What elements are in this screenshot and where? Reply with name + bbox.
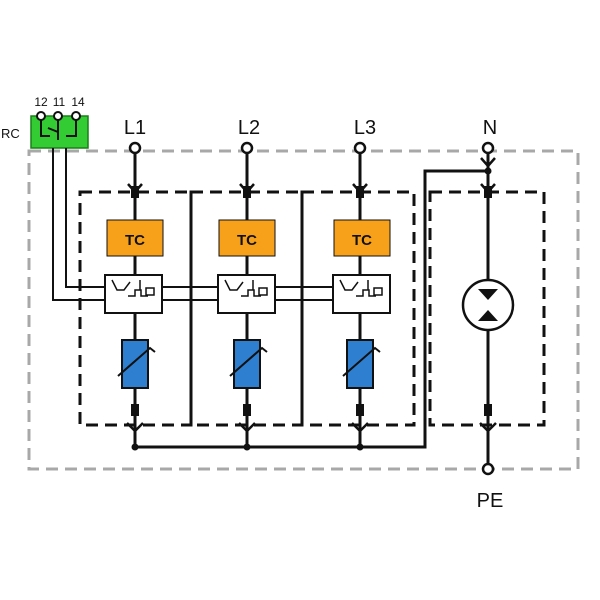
tc-label-l3: TC <box>352 232 372 249</box>
switch-link-1-2 <box>162 286 218 301</box>
terminal-l1 <box>128 141 142 155</box>
rc-wire-inner <box>65 148 105 288</box>
terminal-l3 <box>353 141 367 155</box>
phase-column-l3: L3 TC <box>332 117 391 451</box>
tc-label-l1: TC <box>125 232 145 249</box>
bottom-bus <box>135 169 488 449</box>
n-pe-column: N PE <box>461 117 515 512</box>
rc-wire-outer <box>52 148 105 301</box>
tc-box-l3 <box>333 219 391 257</box>
varistor-l1 <box>121 339 149 389</box>
switch-link-2-3 <box>275 286 333 301</box>
terminal-label-l1: L1 <box>124 117 146 139</box>
terminal-label-l3: L3 <box>354 117 376 139</box>
phase-column-l1: L1 TC <box>104 117 164 451</box>
outer-housing <box>27 149 580 471</box>
rc-contact-symbol <box>40 120 77 140</box>
rc-pin-11 <box>53 111 63 121</box>
rc-pin-label-14: 14 <box>71 95 85 109</box>
module-enclosure-l3 <box>300 190 416 427</box>
terminal-label-l2: L2 <box>238 117 260 139</box>
rc-pin-12 <box>36 111 46 121</box>
tc-label-l2: TC <box>237 232 257 249</box>
terminal-label-pe: PE <box>477 490 504 512</box>
rc-pin-label-11: 11 <box>53 95 66 109</box>
rc-terminal-block <box>30 115 89 149</box>
terminal-label-n: N <box>483 117 497 139</box>
tc-box-l1 <box>106 219 164 257</box>
tc-box-l2 <box>218 219 276 257</box>
terminal-pe <box>481 462 495 476</box>
gas-discharge-tube <box>461 278 515 332</box>
phase-column-l2: L2 TC <box>217 117 276 451</box>
varistor-l2 <box>233 339 261 389</box>
rc-pin-label-12: 12 <box>34 95 48 109</box>
rc-label: RC <box>1 126 20 141</box>
rc-terminal: RC 12 11 14 <box>1 95 89 149</box>
rc-pin-14 <box>71 111 81 121</box>
varistor-l3 <box>346 339 374 389</box>
terminal-n <box>481 141 495 155</box>
terminal-l2 <box>240 141 254 155</box>
